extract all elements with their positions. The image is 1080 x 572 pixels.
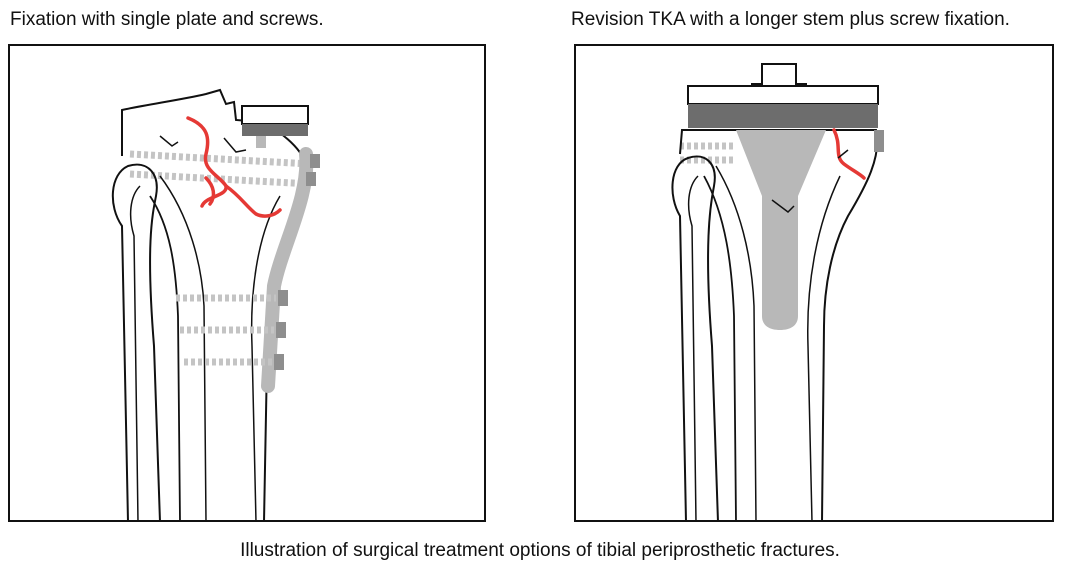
- tibial-baseplate: [688, 104, 878, 128]
- figure-caption: Illustration of surgical treatment optio…: [240, 540, 840, 561]
- tibia-medial-cortex: [703, 175, 737, 520]
- tibia-inner-line: [159, 175, 207, 520]
- screw-head: [874, 130, 884, 152]
- crack-line: [837, 149, 849, 159]
- fracture-line: [832, 128, 866, 180]
- long-stem: [736, 130, 826, 330]
- stem-crack-line: [771, 199, 795, 213]
- tibia-cortex-line: [250, 195, 281, 520]
- tibial-insert: [687, 85, 879, 105]
- plate-fixation-illustration: [8, 44, 486, 522]
- tibial-baseplate: [242, 124, 308, 136]
- tibial-post: [751, 63, 807, 89]
- bone-plate: [261, 147, 314, 393]
- plate-screw-heads: [274, 154, 320, 370]
- tibia-inner-line: [715, 165, 757, 520]
- left-panel-caption: Fixation with single plate and screws.: [10, 9, 324, 30]
- fibula-inner-line: [129, 185, 141, 520]
- revision-tka-illustration: [574, 44, 1054, 522]
- fracture-lines: [186, 116, 282, 218]
- distal-screws: [176, 294, 276, 366]
- crack-line: [223, 137, 247, 153]
- tibial-tray: [241, 105, 309, 125]
- fibula-inner-line: [687, 175, 699, 520]
- proximal-screws: [129, 150, 311, 188]
- crack-line: [159, 135, 179, 147]
- tibia-cortex-line: [807, 175, 841, 520]
- fibula-outline: [111, 163, 161, 520]
- right-panel-caption: Revision TKA with a longer stem plus scr…: [571, 9, 1010, 30]
- tibial-peg: [256, 136, 266, 148]
- tibia-medial-cortex: [149, 195, 181, 520]
- fibula-outline: [671, 155, 719, 520]
